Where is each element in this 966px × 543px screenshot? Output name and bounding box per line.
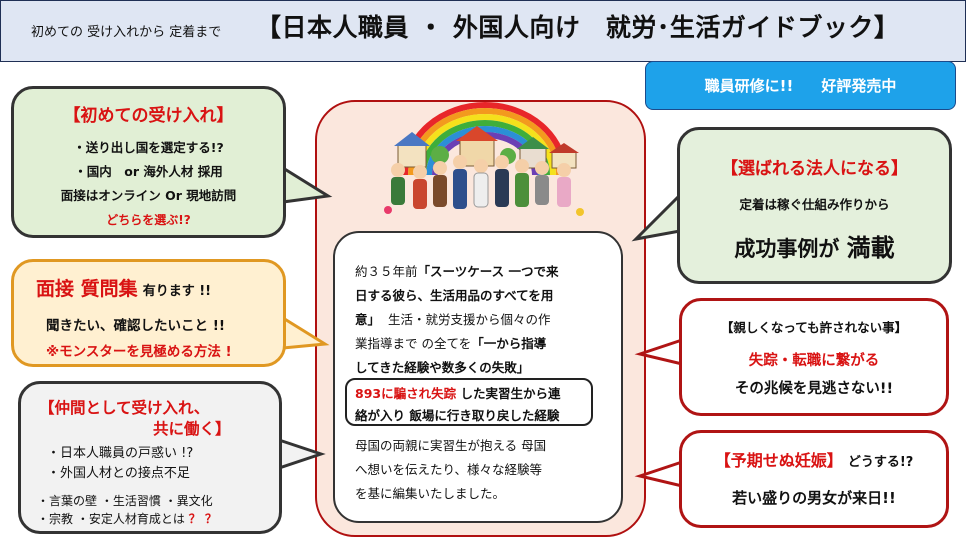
pregnancy-title: 【予期せぬ妊娠】 — [714, 451, 843, 470]
header-banner: 初めての 受け入れから 定着まで 【日本人職員 ・ 外国人向け 就労･生活ガイド… — [0, 0, 966, 62]
rainbow-people-illustration — [384, 102, 584, 216]
page-title: 【日本人職員 ・ 外国人向け 就労･生活ガイドブック】 — [256, 13, 900, 42]
work-together-line1: ・日本人職員の戸惑い !? — [47, 446, 194, 461]
promo-on-sale: 好評発売中 — [821, 77, 897, 95]
header-lead: 初めての 受け入れから 定着まで — [31, 25, 222, 40]
story-box-line2: 絡が入り 飯場に行き取り戻した経験 — [355, 408, 560, 423]
not-allowed-line2: その兆候を見逃さない!! — [734, 381, 894, 397]
story-line-4b: 「一から指導 — [471, 336, 547, 351]
first-acceptance-bubble: 【初めての受け入れ】 ・送り出し国を選定する!? ・国内 or 海外人材 採用 … — [11, 86, 286, 238]
interview-questions-bubble: 面接 質問集 有ります !! 聞きたい、確認したいこと !! ※モンスターを見極… — [11, 259, 286, 367]
story-line-4a: 業指導まで の全てを — [355, 336, 472, 351]
story-line-5: してきた経験や数多くの失敗」 — [355, 360, 530, 375]
success-cases: 成功事例が — [734, 237, 840, 261]
interview-title: 面接 質問集 — [36, 278, 138, 300]
interview-title-suffix: 有ります !! — [142, 284, 212, 299]
story-line-3b: 生活・就労支援から個々の作 — [387, 312, 551, 327]
story-line-p2a: 母国の両親に実習生が抱える 母国 — [355, 438, 547, 453]
first-acceptance-title: 【初めての受け入れ】 — [63, 106, 234, 126]
green-bubble-tail — [280, 165, 333, 204]
pregnancy-line1: 若い盛りの男女が来日!! — [732, 489, 896, 507]
success-full: 満載 — [846, 234, 895, 262]
yellow-bubble-tail — [280, 315, 330, 350]
first-acceptance-line1: ・送り出し国を選定する!? — [73, 140, 224, 155]
work-together-title1: 【仲間として受け入れ、 — [39, 399, 210, 417]
promo-training: 職員研修に!! — [704, 77, 794, 95]
not-allowed-line1: 失踪・転職に繋がる — [748, 353, 880, 369]
pregnancy-bubble: 【予期せぬ妊娠】 どうする!? 若い盛りの男女が来日!! — [679, 430, 949, 528]
story-line-3a: 意」 — [355, 312, 381, 327]
interview-line2: ※モンスターを見極める方法 ! — [46, 344, 232, 360]
not-allowed-bubble: 【親しくなっても許されない事】 失踪・転職に繋がる その兆候を見逃さない!! — [679, 298, 949, 416]
interview-line1: 聞きたい、確認したいこと !! — [46, 318, 226, 334]
highlight-box — [345, 378, 593, 426]
pregnancy-title-suffix: どうする!? — [847, 455, 914, 470]
story-893: 893に騙され失踪 — [355, 386, 457, 401]
story-box-line1: した実習生から連 — [460, 386, 561, 401]
not-allowed-title: 【親しくなっても許されない事】 — [720, 320, 908, 335]
question-marks: ？ ？ — [188, 512, 217, 526]
promo-banner[interactable]: 職員研修に!! 好評発売中 — [645, 61, 956, 110]
first-acceptance-line3: 面接はオンライン Or 現地訪問 — [60, 188, 237, 203]
story-suitcase: 「スーツケース 一つで来 — [417, 264, 559, 279]
story-box — [333, 231, 623, 523]
story-line-p2b: へ想いを伝えたり、様々な経験等 — [355, 462, 543, 477]
right1-bubble-tail — [631, 191, 683, 242]
chosen-company-title: 【選ばれる法人になる】 — [721, 159, 908, 179]
story-line-p2c: を基に編集いたしました。 — [355, 486, 506, 501]
first-acceptance-line4: どちらを選ぶ!? — [106, 213, 191, 227]
work-together-line3: ・言葉の壁 ・生活習慣 ・異文化 — [37, 494, 213, 508]
work-together-line2: ・外国人材との接点不足 — [47, 466, 190, 481]
chosen-company-line1: 定着は稼ぐ仕組み作りから — [739, 197, 890, 212]
gray-bubble-tail — [276, 437, 326, 471]
right3-bubble-tail — [634, 459, 685, 488]
work-together-line4: ・宗教 ・安定人材育成とは — [37, 512, 185, 526]
chosen-company-bubble: 【選ばれる法人になる】 定着は稼ぐ仕組み作りから 成功事例が 満載 — [677, 127, 952, 284]
first-acceptance-line2: ・国内 or 海外人材 採用 — [74, 164, 223, 179]
right2-bubble-tail — [634, 337, 685, 366]
story-line-2: 日する彼ら、生活用品のすべてを用 — [355, 288, 554, 303]
work-together-bubble: 【仲間として受け入れ、 共に働く】 ・日本人職員の戸惑い !? ・外国人材との接… — [18, 381, 282, 534]
work-together-title2: 共に働く】 — [153, 420, 231, 438]
story-years-ago: 約３５年前 — [355, 264, 418, 279]
